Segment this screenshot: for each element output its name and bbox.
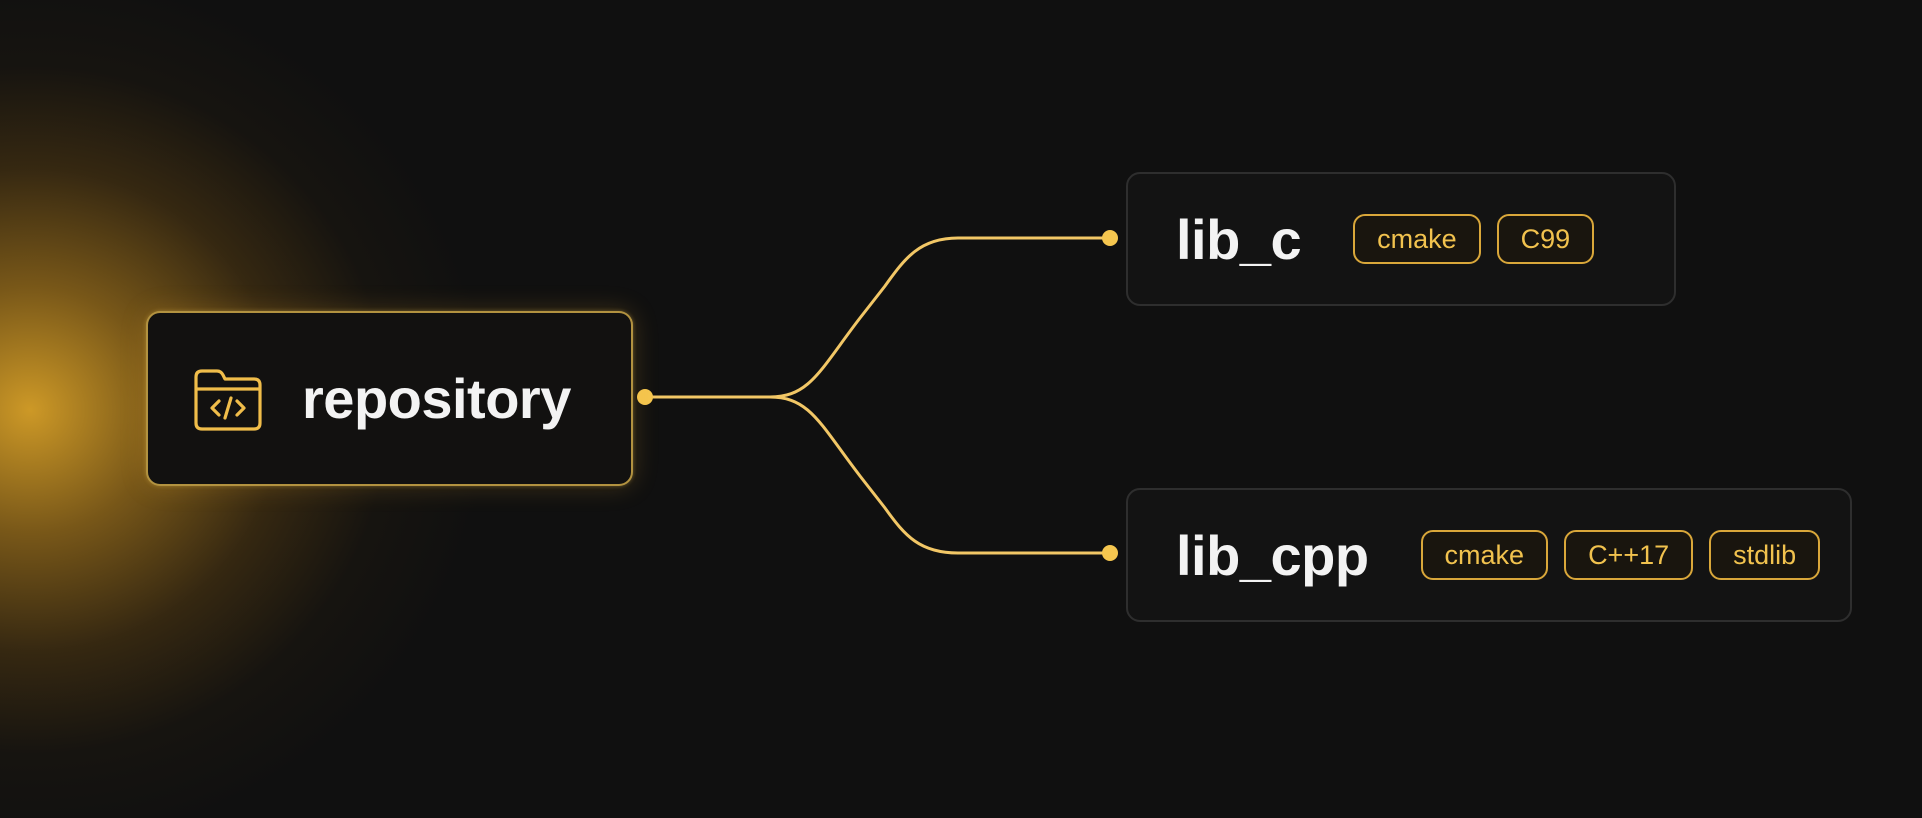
lib-c-connector-dot (1102, 230, 1118, 246)
lib-cpp-tags: cmake C++17 stdlib (1420, 530, 1821, 580)
lib-cpp-label: lib_cpp (1176, 523, 1369, 587)
connector-to-lib-cpp (645, 395, 1110, 555)
tag-badge: stdlib (1709, 530, 1821, 580)
lib-cpp-connector-dot (1102, 545, 1118, 561)
connector-to-lib-c (645, 236, 1110, 399)
tag-badge: cmake (1353, 214, 1481, 264)
repository-node[interactable]: repository (146, 311, 633, 486)
root-connector-dot (637, 389, 653, 405)
folder-code-icon (192, 367, 264, 431)
tag-badge: C++17 (1564, 530, 1694, 580)
repository-label: repository (302, 367, 571, 430)
tag-badge: C99 (1496, 214, 1595, 264)
tag-badge: cmake (1420, 530, 1549, 580)
lib-c-tags: cmake C99 (1353, 214, 1595, 264)
lib-cpp-node[interactable]: lib_cpp cmake C++17 stdlib (1126, 488, 1852, 622)
lib-c-label: lib_c (1176, 207, 1302, 271)
lib-c-node[interactable]: lib_c cmake C99 (1126, 172, 1676, 306)
